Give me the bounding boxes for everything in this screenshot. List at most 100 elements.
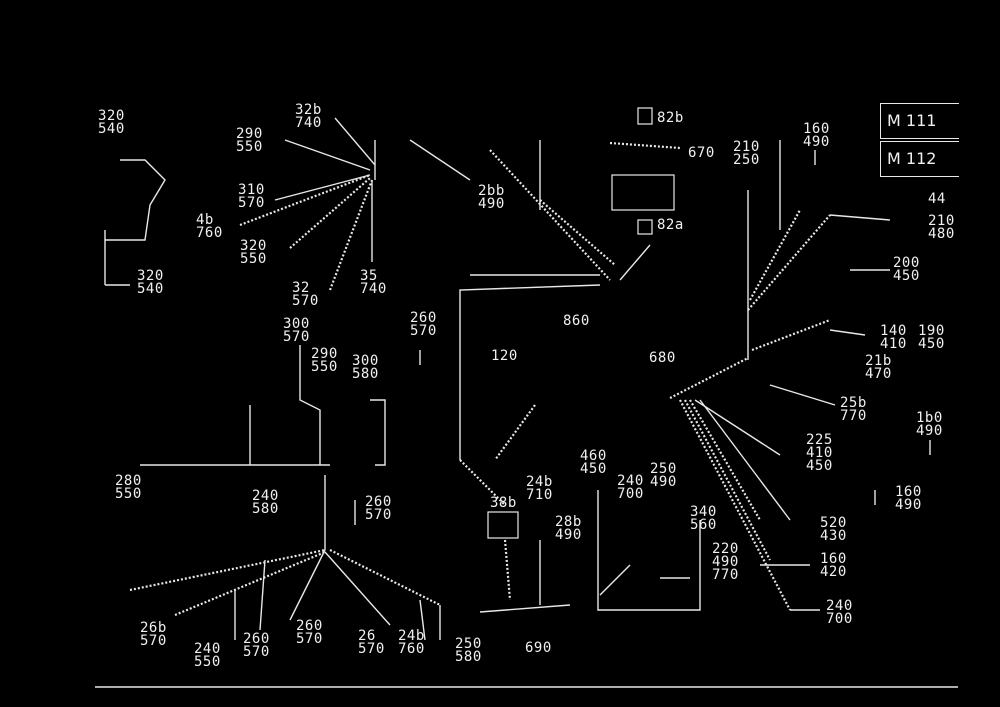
label: 2bb 490	[478, 183, 505, 212]
label: 160 490	[803, 121, 830, 150]
lower-hub-harness-3	[329, 549, 441, 606]
right-hub-harness-4	[751, 318, 831, 352]
upper-hub-lead-2	[274, 174, 371, 201]
central-lead-4	[619, 244, 651, 281]
label: 520 430	[820, 515, 847, 544]
label: 310 570	[238, 182, 265, 211]
label: 290 550	[236, 126, 263, 155]
central-mid-harness	[494, 404, 536, 461]
label: 250 490	[650, 461, 677, 490]
right-lower-harness-1	[679, 399, 791, 611]
label: 225 410 450	[806, 432, 833, 474]
relay-output	[479, 604, 571, 613]
mid-connector	[370, 399, 386, 466]
label: 32 570	[292, 280, 319, 309]
upper-hub-lead-4	[334, 117, 376, 166]
central-harness-1	[489, 149, 611, 281]
label: 320 550	[240, 238, 267, 267]
central-lead-2	[409, 139, 471, 181]
label: 460 450	[580, 448, 607, 477]
central-lower-harness	[459, 459, 506, 506]
label: 260 570	[296, 618, 323, 647]
label: 680	[649, 350, 676, 366]
right-lower-lead-2	[699, 399, 791, 521]
label: 260 570	[365, 494, 392, 523]
relay-harness	[503, 539, 512, 601]
label: 240 550	[194, 641, 221, 670]
lower-bracket-arc	[599, 564, 631, 596]
label: 260 570	[243, 631, 270, 660]
label: 26b 570	[140, 620, 167, 649]
right-hub-harness-1	[669, 357, 749, 399]
label: 1b0 490	[916, 410, 943, 439]
lower-hub-harness-1	[129, 548, 326, 592]
central-harness-2	[539, 199, 616, 266]
label: 320 540	[137, 268, 164, 297]
code-m111: M 111	[887, 111, 937, 130]
central-trunk	[459, 284, 601, 460]
label: 280 550	[115, 473, 142, 502]
label: 21b 470	[865, 353, 892, 382]
label: 320 540	[98, 108, 125, 137]
label: 340 560	[690, 504, 717, 533]
label: 690	[525, 640, 552, 656]
label: 26 570	[358, 628, 385, 657]
label: 160 490	[895, 484, 922, 513]
label: 290 550	[311, 346, 338, 375]
label: 160 420	[820, 551, 847, 580]
label: 210 480	[928, 213, 955, 242]
code-box-m112	[880, 141, 959, 177]
right-hub-lead-4	[769, 384, 836, 406]
upper-hub-lead-1	[284, 139, 371, 171]
label: 260 570	[410, 310, 437, 339]
upper-hub-harness-2	[289, 177, 371, 249]
lower-hub-harness-2	[174, 550, 326, 617]
relay-box	[487, 511, 519, 539]
connector-block	[611, 174, 675, 211]
label: 24b 710	[526, 474, 553, 503]
label: 240 700	[826, 598, 853, 627]
label: 210 250	[733, 139, 760, 168]
right-lower-harness-2	[684, 399, 771, 561]
right-lower-lead-1	[694, 399, 781, 456]
label: 32b 740	[295, 102, 322, 131]
label: 82b	[657, 110, 684, 126]
right-hub-harness-3	[749, 209, 801, 301]
label: 82a	[657, 217, 684, 233]
label: 250 580	[455, 636, 482, 665]
lower-hub-lead-3	[259, 559, 266, 631]
label: 120	[491, 348, 518, 364]
right-lower-harness-3	[689, 399, 761, 521]
lower-hub-lead-6	[419, 599, 426, 641]
right-hub-harness-2	[747, 214, 831, 311]
label: 28b 490	[555, 514, 582, 543]
right-hub-lead-3	[829, 329, 866, 336]
label: 860	[563, 313, 590, 329]
label: 300 570	[283, 316, 310, 345]
label: 38b	[490, 495, 517, 511]
lower-bracket	[597, 490, 701, 611]
connector-82a	[637, 219, 653, 235]
right-hub-lead-1	[829, 214, 891, 221]
label: 24b 760	[398, 628, 425, 657]
upper-hub-harness-1	[239, 173, 371, 227]
label: 25b 770	[840, 395, 867, 424]
left-trunk-top	[299, 345, 321, 465]
label: 220 490 770	[712, 541, 739, 583]
code-m112: M 112	[887, 149, 937, 168]
lower-hub-lead-1	[289, 549, 326, 621]
label: 4b 760	[196, 212, 223, 241]
label: 670	[688, 145, 715, 161]
label: 190 450	[918, 323, 945, 352]
connector-82b	[637, 107, 653, 125]
label: 200 450	[893, 255, 920, 284]
label: 44	[928, 191, 946, 207]
label: 300 580	[352, 353, 379, 382]
label: 240 580	[252, 488, 279, 517]
left-bracket	[105, 159, 166, 241]
label: 35 740	[360, 268, 387, 297]
code-box-m111	[880, 103, 959, 139]
label: 140 410	[880, 323, 907, 352]
top-harness	[609, 141, 681, 150]
